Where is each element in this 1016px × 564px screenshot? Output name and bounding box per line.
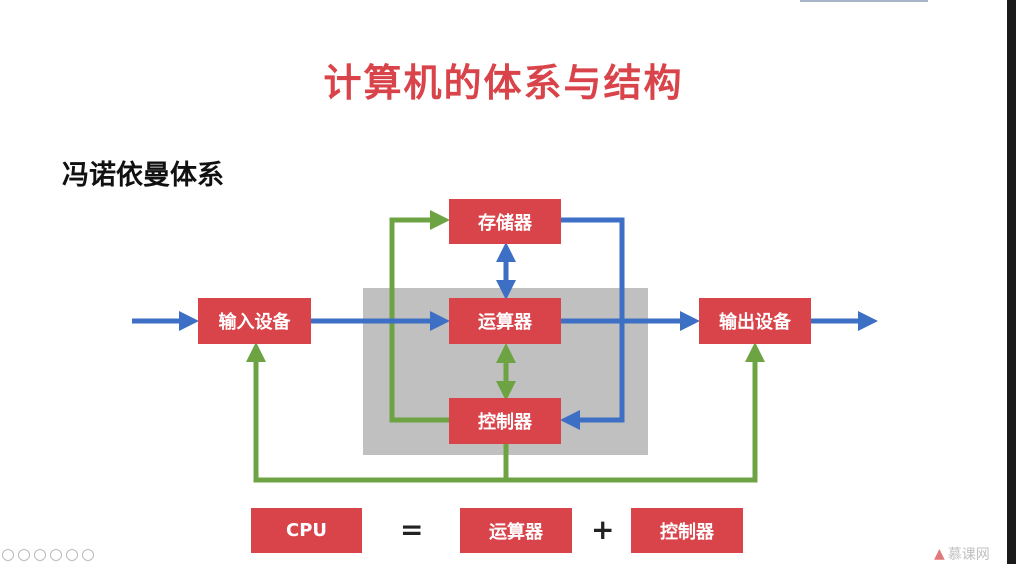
slides-icon[interactable] xyxy=(50,549,62,561)
plus-sign: + xyxy=(591,513,615,546)
storage-box: 存储器 xyxy=(449,199,561,244)
flame-icon: ▲ xyxy=(934,546,945,562)
watermark-text: 慕课网 xyxy=(947,547,990,563)
prev-icon[interactable] xyxy=(2,549,14,561)
output-device-box: 输出设备 xyxy=(699,298,811,344)
control-to-output-arrow xyxy=(506,342,765,483)
pen-icon[interactable] xyxy=(34,549,46,561)
formula-control-box: 控制器 xyxy=(631,508,743,553)
more-icon[interactable] xyxy=(82,549,94,561)
zoom-icon[interactable] xyxy=(66,549,78,561)
equals-sign: = xyxy=(400,513,424,546)
control-box: 控制器 xyxy=(449,398,561,444)
alu-box: 运算器 xyxy=(449,298,561,344)
next-icon[interactable] xyxy=(18,549,30,561)
storage-to-control-arrow xyxy=(560,217,625,430)
watermark: ▲ 慕课网 xyxy=(934,544,990,564)
formula-alu-box: 运算器 xyxy=(460,508,572,553)
top-progress-bar xyxy=(800,0,928,2)
slide-title: 计算机的体系与结构 xyxy=(323,61,684,105)
cpu-box: CPU xyxy=(251,508,362,553)
player-controls xyxy=(2,549,94,561)
input-device-box: 输入设备 xyxy=(198,298,311,344)
slide-subtitle: 冯诺依曼体系 xyxy=(62,160,224,191)
control-to-input-arrow xyxy=(246,342,509,483)
